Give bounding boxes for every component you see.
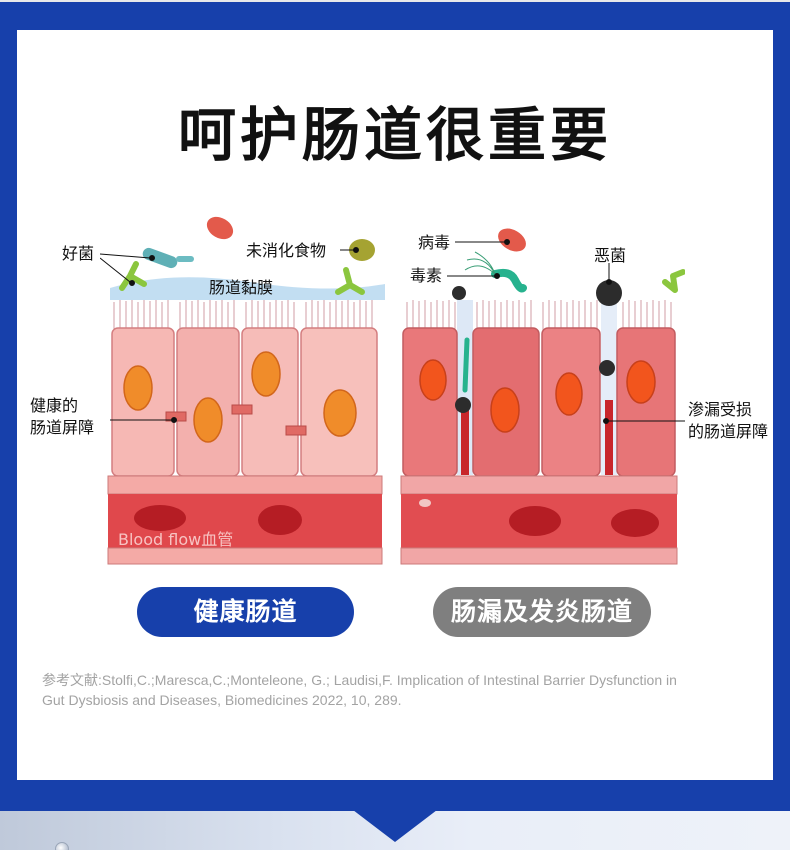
- leaky-gut-caption: 肠漏及发炎肠道: [433, 587, 651, 637]
- label-mucosa: 肠道黏膜: [209, 278, 274, 297]
- label-healthy-barrier-line2: 肠道屏障: [30, 418, 95, 437]
- water-drop-icon: [55, 842, 69, 850]
- reference-citation: 参考文献:Stolfi,C.;Maresca,C.;Monteleone, G.…: [42, 670, 742, 710]
- reference-line-2: Gut Dysbiosis and Diseases, Biomedicines…: [42, 692, 402, 708]
- healthy-gut-caption: 健康肠道: [137, 587, 354, 637]
- top-strip: [0, 0, 790, 2]
- label-damaged-barrier-line1: 渗漏受损: [688, 400, 753, 419]
- label-virus: 病毒: [418, 233, 451, 252]
- label-healthy-barrier-line1: 健康的: [30, 396, 79, 415]
- healthy-gut-illustration: [100, 216, 385, 565]
- label-undigested-food: 未消化食物: [246, 241, 327, 260]
- label-probiotics: 好菌: [62, 244, 95, 263]
- label-damaged-barrier-line2: 的肠道屏障: [688, 422, 769, 441]
- leaky-gut-illustration: [400, 228, 685, 565]
- healthy-gut-diagram: [100, 200, 390, 580]
- label-bad-bacteria: 恶菌: [594, 246, 627, 265]
- leaky-gut-diagram: [395, 200, 685, 580]
- page-title: 呵护肠道很重要: [177, 101, 612, 169]
- down-arrow-notch: [353, 810, 437, 842]
- label-toxin: 毒素: [410, 266, 443, 285]
- reference-line-1: 参考文献:Stolfi,C.;Maresca,C.;Monteleone, G.…: [42, 672, 677, 688]
- label-blood-flow: Blood flow血管: [118, 530, 234, 549]
